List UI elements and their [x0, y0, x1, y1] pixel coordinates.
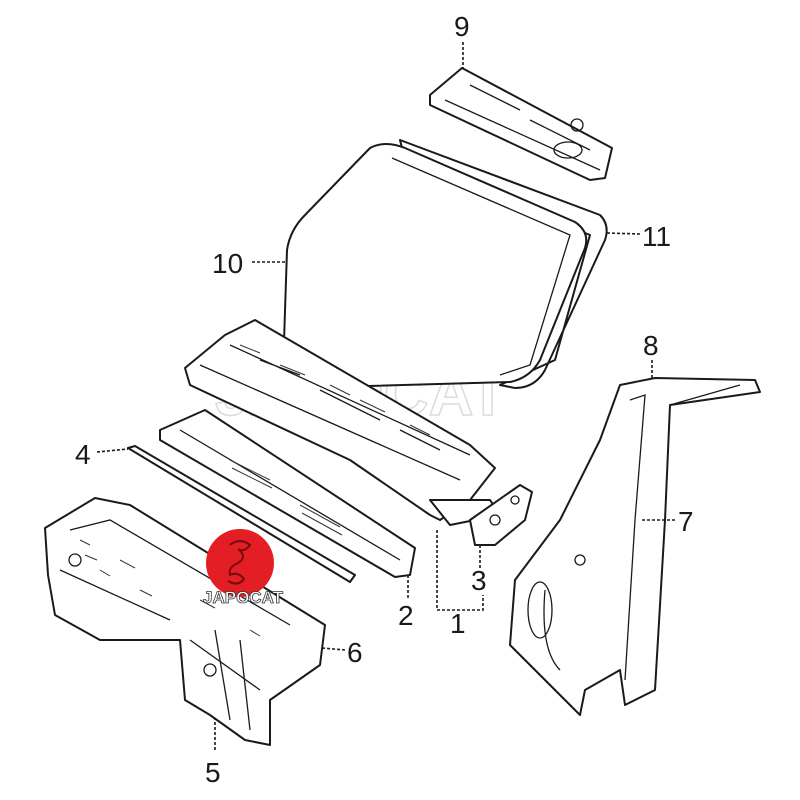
callout-9: 9 [454, 11, 470, 42]
cat-icon [227, 540, 252, 585]
part-2-cowl-vent-panel [159, 409, 416, 578]
callout-1: 1 [450, 608, 466, 639]
callout-4: 4 [75, 439, 91, 470]
callout-2: 2 [398, 600, 414, 631]
callout-7: 7 [678, 506, 694, 537]
callouts: 1 2 3 4 5 6 7 8 9 10 11 [75, 11, 694, 788]
part-4-cowl-seal [127, 445, 356, 583]
part-6-dash-panel [44, 497, 326, 746]
part-7-8-front-pillar [509, 377, 761, 716]
part-9-cowl-top-panel [429, 67, 613, 181]
callout-11: 11 [642, 221, 671, 252]
callout-10: 10 [212, 248, 243, 279]
part-cowl-panel [184, 319, 501, 526]
callout-8: 8 [643, 330, 659, 361]
callout-5: 5 [205, 757, 221, 788]
japocat-logo: JAPOCAT [203, 529, 284, 607]
part-3-bracket [469, 484, 533, 546]
leader-lines [96, 42, 675, 750]
logo-text: JAPOCAT [203, 588, 284, 607]
callout-3: 3 [471, 565, 487, 596]
callout-6: 6 [347, 637, 363, 668]
part-11-windshield-molding [399, 139, 608, 389]
part-10-windshield-glass [282, 143, 588, 389]
logo-red-circle [206, 529, 274, 597]
